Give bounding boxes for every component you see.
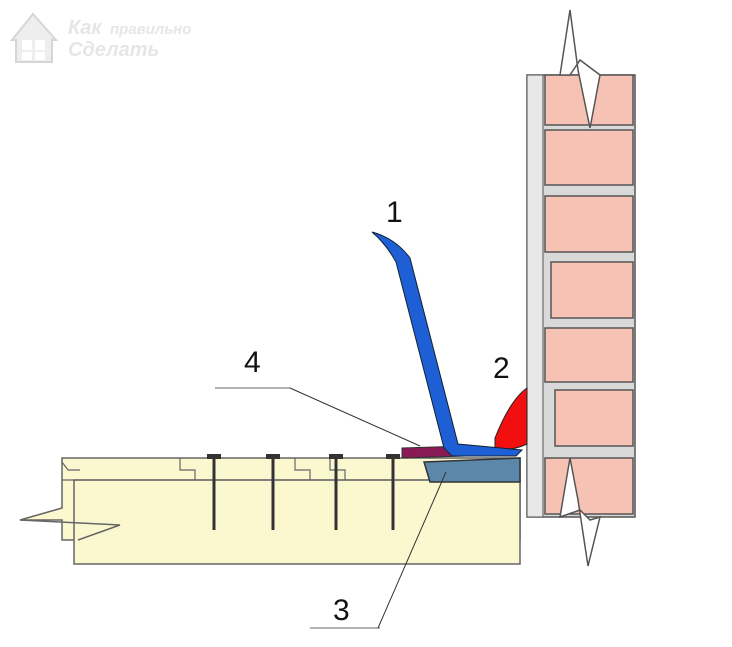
brick-wall xyxy=(526,9,636,567)
wall-break-top xyxy=(559,9,601,129)
leader-lines xyxy=(215,387,447,629)
brick xyxy=(544,129,634,186)
house-icon xyxy=(9,12,59,63)
brick xyxy=(554,389,634,447)
logo-word-kak: Как xyxy=(68,17,102,39)
brick xyxy=(544,327,634,383)
nail xyxy=(207,454,221,530)
sealant-bead xyxy=(494,387,528,450)
callout-1: 1 xyxy=(386,196,403,229)
callout-4: 4 xyxy=(244,346,261,379)
callout-3: 3 xyxy=(333,594,350,627)
leader-line-4-diagonal xyxy=(289,387,421,447)
floor-plinth xyxy=(371,231,524,457)
nails xyxy=(207,454,400,530)
callout-2: 2 xyxy=(493,352,510,385)
brick xyxy=(544,457,634,515)
wall-break-bottom xyxy=(559,457,602,567)
nail xyxy=(386,454,400,530)
brick xyxy=(550,261,634,319)
floorboards xyxy=(19,457,521,565)
nail xyxy=(329,454,343,530)
logo-word-sdelat: Сделать xyxy=(68,39,159,61)
brick xyxy=(544,195,634,253)
site-logo: Как правильно Сделать xyxy=(9,12,191,63)
logo-word-pravilno: правильно xyxy=(110,21,191,38)
leader-line-3-diagonal xyxy=(377,471,447,629)
nail xyxy=(266,454,280,530)
mounting-strip xyxy=(423,457,521,483)
